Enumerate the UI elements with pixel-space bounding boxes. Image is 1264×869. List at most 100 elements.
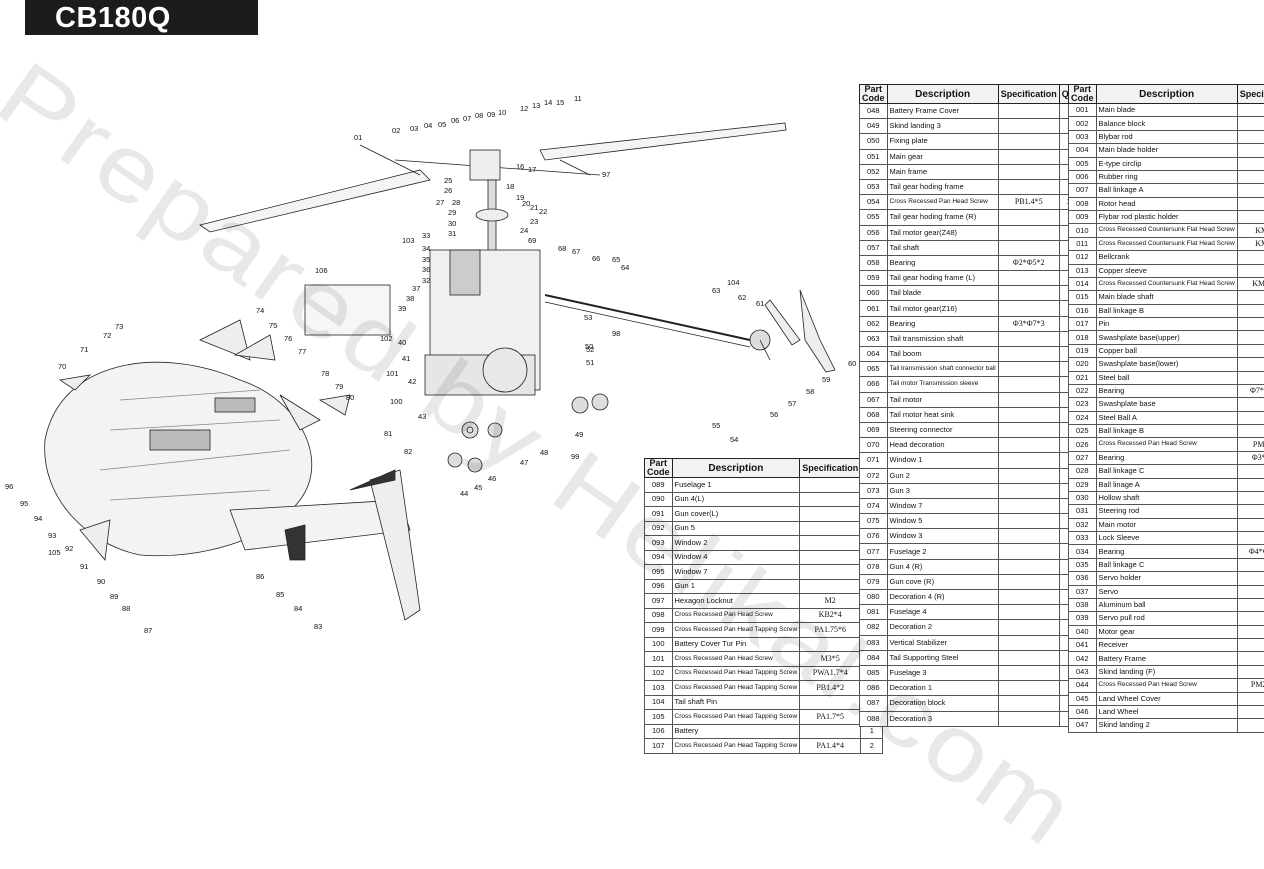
part-code-cell: 073 bbox=[860, 483, 888, 498]
callout-96: 96 bbox=[5, 482, 13, 491]
part-code-cell: 014 bbox=[1069, 277, 1097, 290]
callout-29: 29 bbox=[448, 208, 456, 217]
description-cell: Ball linkage A bbox=[1096, 184, 1237, 197]
specification-cell bbox=[800, 550, 861, 565]
specification-cell bbox=[1237, 358, 1264, 371]
specification-cell bbox=[800, 579, 861, 594]
part-code-cell: 017 bbox=[1069, 318, 1097, 331]
callout-04: 04 bbox=[424, 121, 432, 130]
specification-cell bbox=[800, 637, 861, 652]
specification-cell bbox=[998, 590, 1059, 605]
callout-99: 99 bbox=[571, 452, 579, 461]
callout-13: 13 bbox=[532, 101, 540, 110]
part-code-cell: 095 bbox=[645, 565, 673, 580]
description-cell: Bearing bbox=[1096, 384, 1237, 397]
description-cell: Flybar rod plastic holder bbox=[1096, 211, 1237, 224]
callout-23: 23 bbox=[530, 217, 538, 226]
description-cell: Tail motor gear(Z48) bbox=[887, 225, 998, 240]
description-cell: Decoration 3 bbox=[887, 711, 998, 726]
specification-cell bbox=[998, 301, 1059, 316]
callout-09: 09 bbox=[487, 110, 495, 119]
callout-39: 39 bbox=[398, 304, 406, 313]
specification-cell bbox=[800, 695, 861, 710]
callout-56: 56 bbox=[770, 410, 778, 419]
parts-table-3: Part Code Description Specification Q'ty… bbox=[1068, 84, 1264, 733]
callout-17: 17 bbox=[528, 165, 536, 174]
callout-34: 34 bbox=[422, 244, 430, 253]
specification-cell bbox=[800, 492, 861, 507]
specification-cell bbox=[1237, 157, 1264, 170]
part-code-cell: 078 bbox=[860, 559, 888, 574]
description-cell: Tail Supporting Steel bbox=[887, 650, 998, 665]
description-cell: Window 7 bbox=[672, 565, 800, 580]
callout-77: 77 bbox=[298, 347, 306, 356]
specification-cell bbox=[1237, 318, 1264, 331]
part-code-cell: 046 bbox=[1069, 705, 1097, 718]
specification-cell bbox=[1237, 532, 1264, 545]
specification-cell: M2 bbox=[800, 594, 861, 609]
callout-40: 40 bbox=[398, 338, 406, 347]
callout-06: 06 bbox=[451, 116, 459, 125]
specification-cell: PA1.4*4 bbox=[800, 739, 861, 754]
specification-cell bbox=[998, 559, 1059, 574]
header-description: Description bbox=[672, 459, 800, 478]
part-code-cell: 090 bbox=[645, 492, 673, 507]
description-cell: Main gear bbox=[887, 149, 998, 164]
part-code-cell: 061 bbox=[860, 301, 888, 316]
part-code-cell: 070 bbox=[860, 438, 888, 453]
part-code-cell: 007 bbox=[1069, 184, 1097, 197]
description-cell: Servo bbox=[1096, 585, 1237, 598]
part-code-cell: 033 bbox=[1069, 532, 1097, 545]
description-cell: Steel ball bbox=[1096, 371, 1237, 384]
part-code-cell: 086 bbox=[860, 681, 888, 696]
part-code-cell: 057 bbox=[860, 240, 888, 255]
specification-cell: M3*5 bbox=[800, 652, 861, 667]
description-cell: Hollow shaft bbox=[1096, 491, 1237, 504]
part-code-cell: 075 bbox=[860, 514, 888, 529]
part-code-cell: 060 bbox=[860, 286, 888, 301]
part-code-cell: 088 bbox=[860, 711, 888, 726]
callout-21: 21 bbox=[530, 203, 538, 212]
part-code-cell: 019 bbox=[1069, 344, 1097, 357]
description-cell: Blybar rod bbox=[1096, 130, 1237, 143]
part-code-cell: 080 bbox=[860, 590, 888, 605]
part-code-cell: 102 bbox=[645, 666, 673, 681]
callout-52: 52 bbox=[586, 345, 594, 354]
description-cell: Cross Recessed Countersunk Flat Head Scr… bbox=[1096, 224, 1237, 237]
description-cell: Tail gear hoding frame (R) bbox=[887, 210, 998, 225]
part-code-cell: 056 bbox=[860, 225, 888, 240]
part-code-cell: 001 bbox=[1069, 104, 1097, 117]
callout-31: 31 bbox=[448, 229, 456, 238]
part-code-cell: 071 bbox=[860, 453, 888, 468]
description-cell: Gun 4 (R) bbox=[887, 559, 998, 574]
part-code-cell: 043 bbox=[1069, 665, 1097, 678]
part-code-cell: 074 bbox=[860, 498, 888, 513]
part-code-cell: 042 bbox=[1069, 652, 1097, 665]
part-code-cell: 096 bbox=[645, 579, 673, 594]
specification-cell bbox=[998, 650, 1059, 665]
specification-cell: Φ4*Φ7*2.5 bbox=[1237, 545, 1264, 558]
model-title: CB180Q bbox=[25, 0, 258, 35]
part-code-cell: 012 bbox=[1069, 251, 1097, 264]
part-code-cell: 004 bbox=[1069, 144, 1097, 157]
description-cell: Battery Cover Tur Pin bbox=[672, 637, 800, 652]
description-cell: Ball linkage B bbox=[1096, 425, 1237, 438]
